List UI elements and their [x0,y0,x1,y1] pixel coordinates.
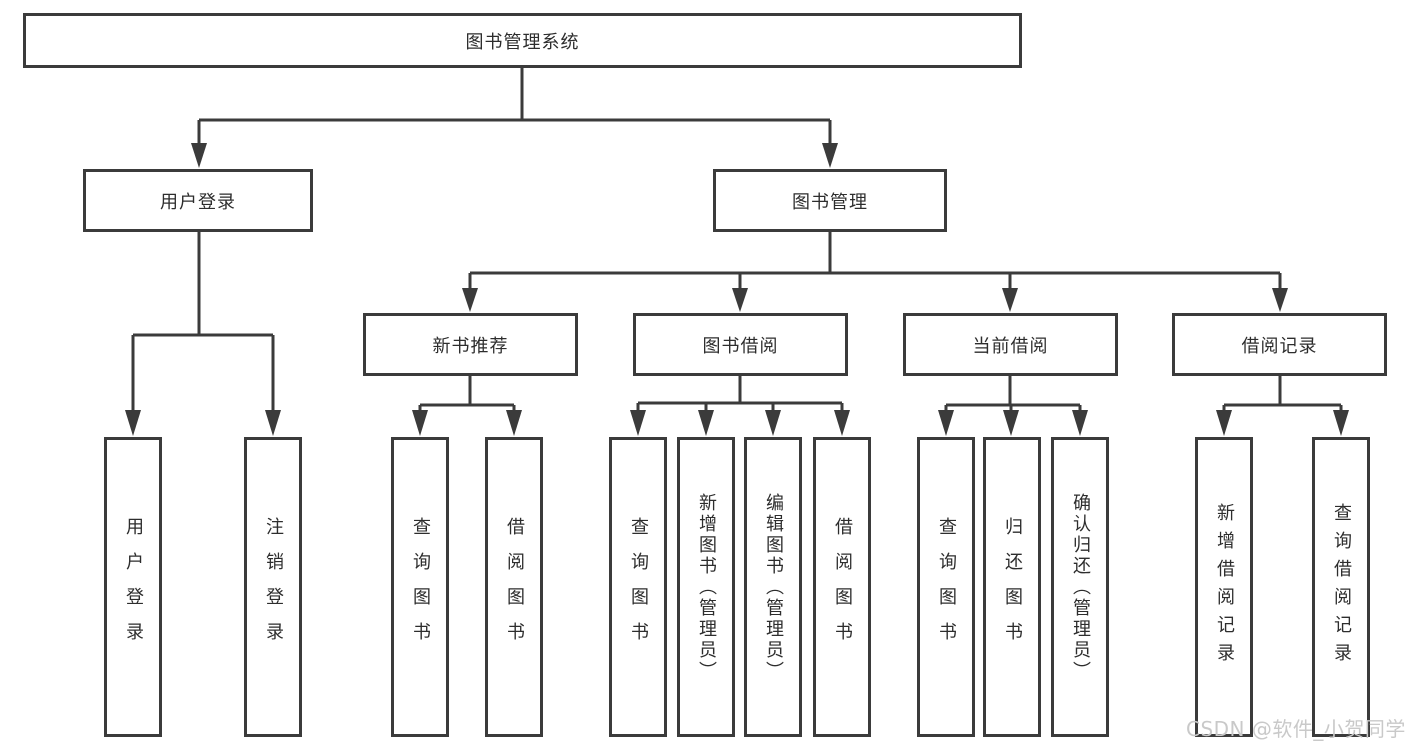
leaf-query-books-recommend: 查询图书 [391,437,449,737]
arrowhead-icon [630,410,646,436]
leaf-logout: 注销登录 [244,437,302,737]
arrowhead-icon [506,410,522,436]
arrowhead-icon [265,410,281,436]
leaf-borrow-books: 借阅图书 [813,437,871,737]
node-current-borrow: 当前借阅 [903,313,1118,376]
leaf-borrow-books-label: 借阅图书 [832,517,853,657]
arrowhead-icon [732,288,748,312]
leaf-query-books-current-label: 查询图书 [936,517,957,657]
node-book-borrow: 图书借阅 [633,313,848,376]
node-user-login: 用户登录 [83,169,313,232]
leaf-confirm-return-admin-label: 确认归还（管理员） [1070,492,1091,682]
connector-borrow-records [1216,376,1349,436]
leaf-query-borrow-record-label: 查询借阅记录 [1331,503,1352,671]
arrowhead-icon [1003,410,1019,436]
leaf-confirm-return-admin: 确认归还（管理员） [1051,437,1109,737]
node-user-login-label: 用户登录 [160,191,236,213]
node-book-management-label: 图书管理 [792,191,868,213]
arrowhead-icon [1333,410,1349,436]
connector-book-borrow [630,376,850,436]
leaf-user-login: 用户登录 [104,437,162,737]
connector-current-borrow [938,376,1088,436]
leaf-borrow-books-recommend: 借阅图书 [485,437,543,737]
leaf-add-book-admin-label: 新增图书（管理员） [696,492,717,682]
arrowhead-icon [822,143,838,168]
node-current-borrow-label: 当前借阅 [972,335,1049,357]
arrowhead-icon [412,410,428,436]
arrowhead-icon [1272,288,1288,312]
connector-user-login [125,232,281,436]
node-borrow-records-label: 借阅记录 [1241,335,1318,357]
leaf-edit-book-admin-label: 编辑图书（管理员） [763,492,784,682]
arrowhead-icon [765,410,781,436]
node-book-borrow-label: 图书借阅 [702,335,779,357]
csdn-watermark: CSDN @软件_小贺同学 [1186,717,1405,741]
node-new-book-recommend: 新书推荐 [363,313,578,376]
leaf-add-book-admin: 新增图书（管理员） [677,437,735,737]
leaf-return-book: 归还图书 [983,437,1041,737]
node-root: 图书管理系统 [23,13,1022,68]
leaf-query-books-current: 查询图书 [917,437,975,737]
leaf-add-borrow-record: 新增借阅记录 [1195,437,1253,737]
node-root-label: 图书管理系统 [465,31,580,53]
leaf-user-login-label: 用户登录 [123,517,144,657]
leaf-edit-book-admin: 编辑图书（管理员） [744,437,802,737]
leaf-query-books-borrow: 查询图书 [609,437,667,737]
connector-new-book-recommend [412,376,522,436]
node-book-management: 图书管理 [713,169,947,232]
connector-root [191,68,838,168]
leaf-return-book-label: 归还图书 [1002,517,1023,657]
arrowhead-icon [462,288,478,312]
leaf-add-borrow-record-label: 新增借阅记录 [1214,503,1235,671]
arrowhead-icon [938,410,954,436]
leaf-borrow-books-recommend-label: 借阅图书 [504,517,525,657]
arrowhead-icon [1216,410,1232,436]
leaf-logout-label: 注销登录 [263,517,284,657]
leaf-query-books-borrow-label: 查询图书 [628,517,649,657]
node-new-book-recommend-label: 新书推荐 [432,335,509,357]
arrowhead-icon [834,410,850,436]
arrowhead-icon [191,143,207,168]
arrowhead-icon [698,410,714,436]
leaf-query-books-recommend-label: 查询图书 [410,517,431,657]
arrowhead-icon [125,410,141,436]
leaf-query-borrow-record: 查询借阅记录 [1312,437,1370,737]
connector-book-management [462,232,1288,312]
arrowhead-icon [1072,410,1088,436]
arrowhead-icon [1002,288,1018,312]
node-borrow-records: 借阅记录 [1172,313,1387,376]
